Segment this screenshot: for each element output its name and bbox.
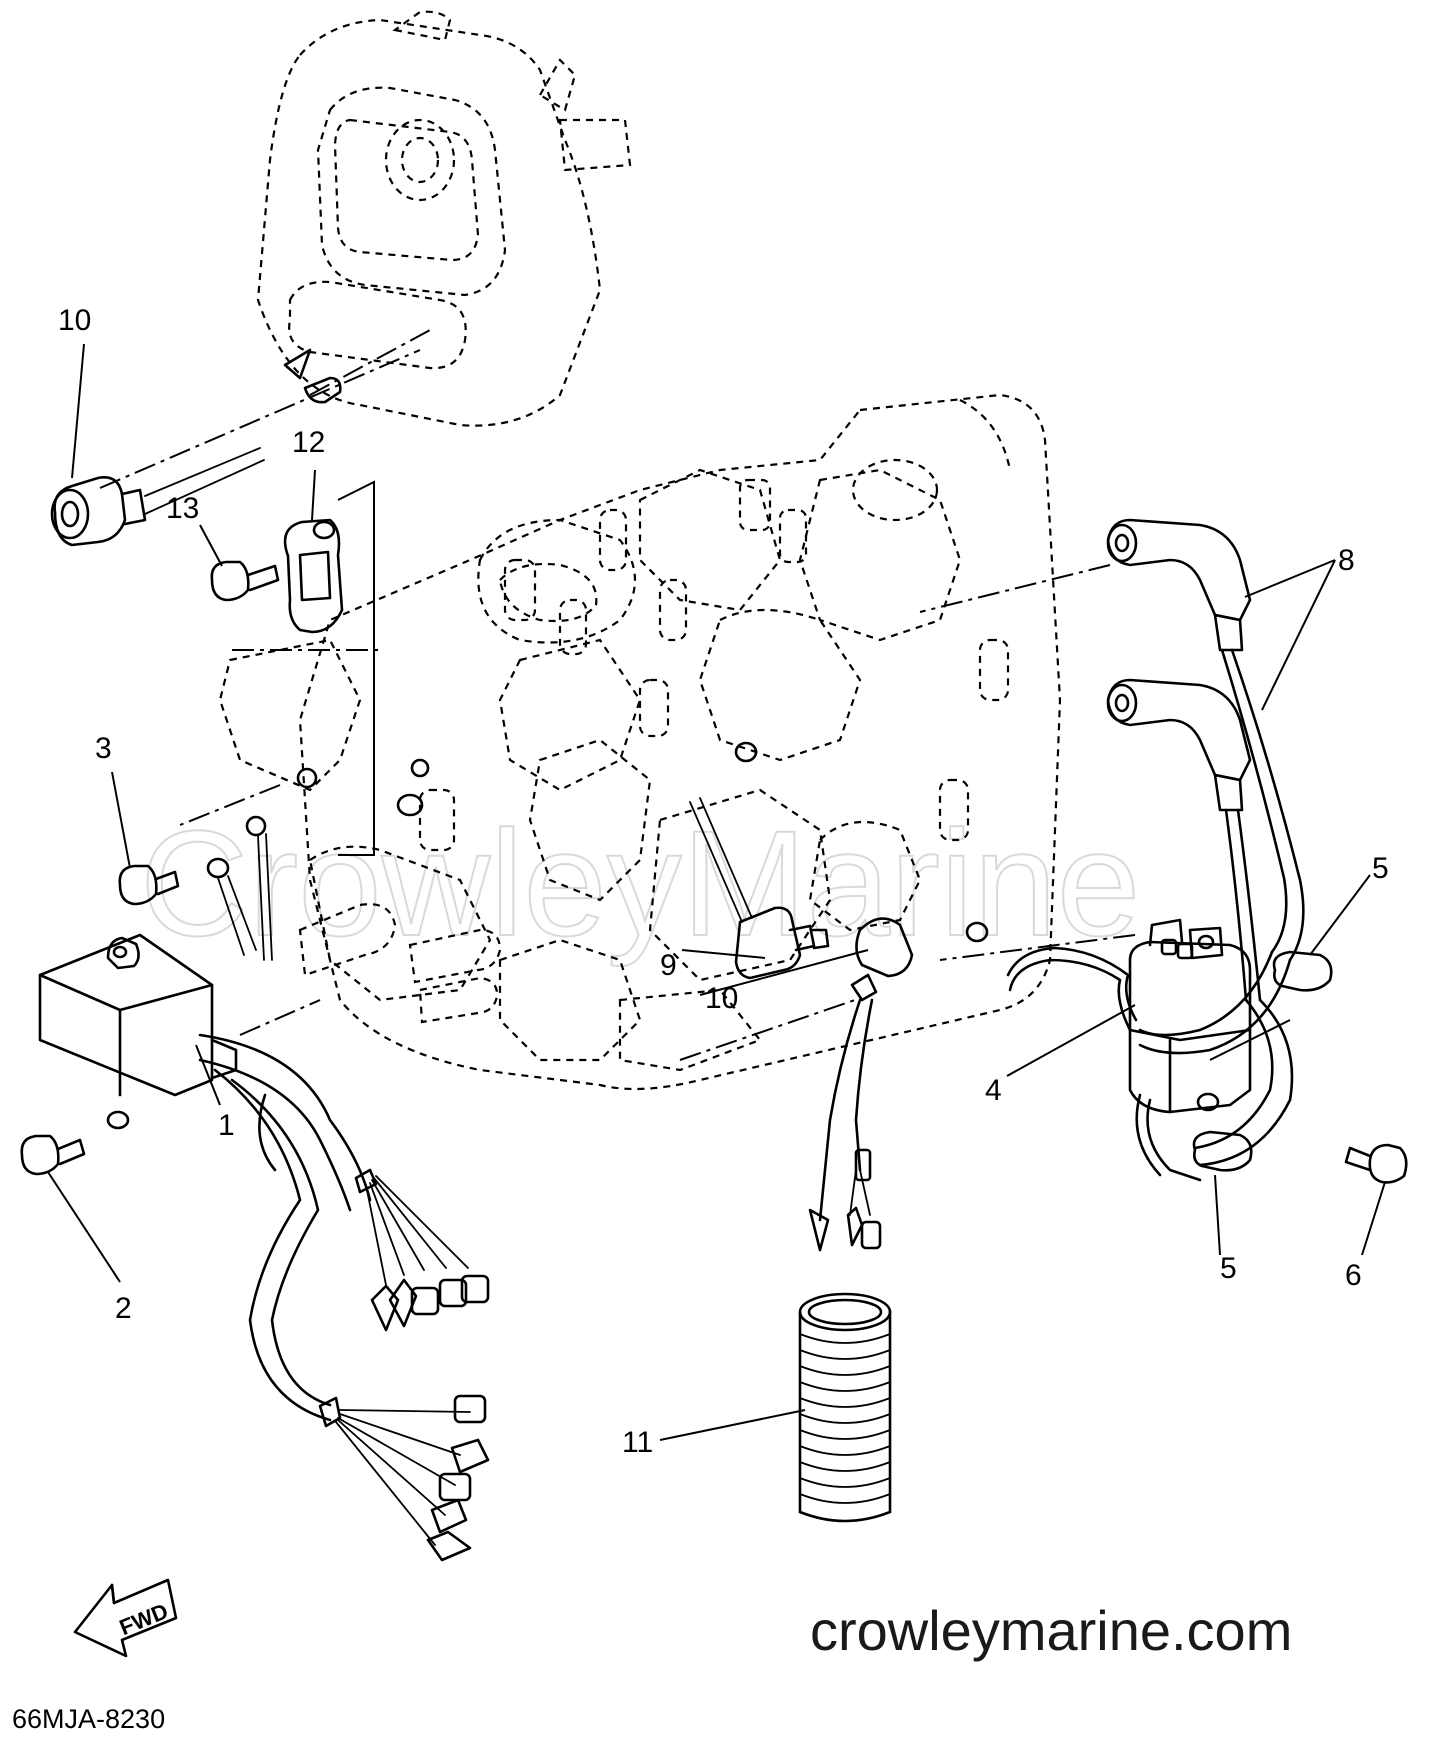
bolt-6-part: [1344, 1143, 1408, 1184]
ignition-coil-4-part: [1006, 918, 1252, 1182]
callout-7: 8: [1338, 544, 1355, 577]
grommet-5-part: [1192, 950, 1333, 1172]
callout-5-bottom: 5: [1220, 1252, 1237, 1285]
callout-9: 10: [705, 982, 738, 1015]
plug-cap-7-part: [1106, 518, 1305, 1167]
assembly-lines: [99, 329, 1136, 1061]
fwd-label: FWD: [116, 1598, 172, 1640]
cdi-unit-part: [38, 933, 490, 1562]
callout-1: 1: [218, 1109, 235, 1142]
callout-11: 11: [622, 1426, 653, 1459]
leader-lines: [47, 343, 1386, 1441]
sensor-8-part: [689, 797, 830, 980]
clamp-part: [283, 518, 344, 634]
bracket-line: [337, 480, 375, 856]
cap-9-part: [808, 917, 914, 1252]
callout-12: 12: [292, 426, 325, 459]
thermo-switch-part: [50, 348, 342, 547]
watermark-text: CrowleyMarine: [140, 799, 1140, 967]
callout-8: 9: [660, 949, 677, 982]
bolt-2-part: [20, 1110, 130, 1176]
callout-5-top: 5: [1372, 852, 1389, 885]
corrugated-tube-11-part: [798, 1292, 892, 1523]
site-url[interactable]: crowleymarine.com: [810, 1599, 1292, 1662]
diagram-code: 66MJA-8230: [12, 1704, 165, 1734]
callout-4: 4: [985, 1074, 1002, 1107]
bolt-13-part: [210, 560, 280, 602]
fwd-arrow: FWD: [73, 1578, 178, 1658]
callout-2: 2: [115, 1292, 132, 1325]
callout-6: 6: [1345, 1259, 1362, 1292]
engine-block-outline: [218, 393, 1062, 1091]
callout-3: 3: [95, 732, 112, 765]
callout-labels: 10 12 13 3 8 5 9 10 4 1 2 5 6 11: [58, 304, 1389, 1459]
callout-13: 13: [166, 492, 199, 525]
cover-outline: [256, 10, 632, 427]
bolt-3-part: [118, 741, 989, 961]
callout-10: 10: [58, 304, 91, 337]
